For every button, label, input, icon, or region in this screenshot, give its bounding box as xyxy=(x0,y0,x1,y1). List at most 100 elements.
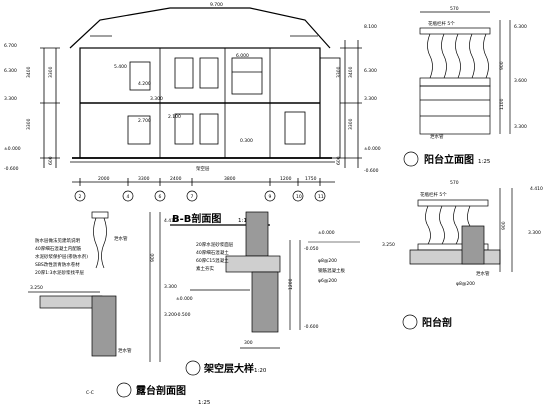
floor-note-2: 40厚细石混凝土 xyxy=(196,249,229,256)
balcony-sec-label: 花瓶栏杆 5个 xyxy=(420,191,447,198)
terrace-level-4: 3.200 xyxy=(164,312,177,318)
axis-label-3: 6 xyxy=(159,194,162,200)
floor-dim-2: 300 xyxy=(244,340,253,346)
terrace-title: 露台剖面图 xyxy=(136,384,186,397)
floor-detail-title: 架空层大样 xyxy=(203,362,254,375)
terrace-note-4: SBS改性沥青防水卷材 xyxy=(35,261,80,268)
inner-elevation-2: 4.200 xyxy=(138,81,151,87)
left-elevation-5: -0.600 xyxy=(4,166,19,172)
terrace-scale: 1:25 xyxy=(198,400,211,406)
left-dim-4: 600 xyxy=(48,156,54,165)
terrace-beam xyxy=(91,295,117,357)
inner-elevation-6: 0.300 xyxy=(240,138,253,144)
axis-label-1: 2 xyxy=(79,194,82,200)
inner-elevation-3: 3.300 xyxy=(150,96,163,102)
balcony-sec-level-2: 3.300 xyxy=(528,230,541,236)
balcony-elevation xyxy=(403,11,511,167)
left-dim-2: 3300 xyxy=(26,118,32,130)
bottom-dim-3: 2400 xyxy=(170,176,182,182)
bottom-dim-2: 3300 xyxy=(138,176,150,182)
terrace-note-5: 20厚1:3水泥砂浆找平层 xyxy=(35,269,84,276)
axis-label-2: 4 xyxy=(127,194,130,200)
terrace-pipe: 泄水管 xyxy=(118,347,132,354)
balcony-elevation-text: 花瓶栏杆 5个 6.300 3.600 3.300 570 900 1100 泄… xyxy=(424,6,527,166)
floor-level-4: -0.600 xyxy=(304,324,319,330)
floor-detail xyxy=(185,211,301,376)
balcony-sec-level-3: 3.250 xyxy=(382,242,395,248)
terrace-drain: 泄水管 xyxy=(114,235,128,242)
floor-note-1: 20厚水泥砂浆面层 xyxy=(196,241,234,248)
terrace-ref: C-C xyxy=(86,390,94,396)
floor-note-4: 素土夯实 xyxy=(196,265,214,272)
inner-elevation-4: 2.700 xyxy=(138,118,151,124)
balcony-elev-pipe: 泄水管 xyxy=(430,133,444,140)
balcony-sec-marker xyxy=(402,314,418,330)
right-dim-4: 600 xyxy=(336,156,342,165)
left-elevation-4: ±0.000 xyxy=(4,146,21,152)
balcony-sec-dim-1: 570 xyxy=(450,180,459,186)
terrace-section xyxy=(28,211,161,398)
terrace-note-3: 水泥砂浆保护层(掺防水剂) xyxy=(35,253,88,260)
right-elevation-1: 8.100 xyxy=(364,24,377,30)
terrace-level-2: 3.300 xyxy=(164,284,177,290)
balcony-rail-label: 花瓶栏杆 5个 xyxy=(428,20,455,27)
floor-dim-1: 1200 xyxy=(288,278,294,290)
left-dim-1: 3400 xyxy=(26,66,32,78)
floor-note-3: 60厚C15混凝土 xyxy=(196,257,229,264)
bottom-dim-5: 1200 xyxy=(280,176,292,182)
right-wing xyxy=(319,57,341,159)
balcony-elev-level-1: 6.300 xyxy=(514,24,527,30)
roof-outline xyxy=(69,7,331,49)
terrace-marker xyxy=(116,382,132,398)
main-section-title: B-B剖面图 xyxy=(172,212,221,225)
axis-label-7: 11 xyxy=(318,194,324,200)
right-note-2: 钢筋混凝土板 xyxy=(318,267,345,274)
floor-detail-wall xyxy=(245,211,269,257)
balcony-sec-slab xyxy=(409,249,501,265)
balcony-elev-level-3: 3.300 xyxy=(514,124,527,130)
balcony-slab xyxy=(419,85,491,135)
window-lower-1 xyxy=(127,115,151,145)
floor-detail-footing xyxy=(251,271,279,333)
right-elevation-2: 6.300 xyxy=(364,68,377,74)
inner-elevation-5: 2.100 xyxy=(168,114,181,120)
left-elevation-2: 6.300 xyxy=(4,68,17,74)
right-elevation-3: 3.300 xyxy=(364,96,377,102)
main-section-text: 9.700 6.700 6.300 3.300 ±0.000 -0.600 8.… xyxy=(4,2,381,226)
window-upper-2 xyxy=(199,57,219,89)
balcony-sec-top-rail xyxy=(417,199,489,207)
terrace-level-3: 3.250 xyxy=(30,285,43,291)
balcony-elev-scale: 1:25 xyxy=(478,159,491,165)
floor-detail-marker xyxy=(185,360,201,376)
axis-label-5: 9 xyxy=(269,194,272,200)
balcony-elev-dim-1: 570 xyxy=(450,6,459,12)
left-elevation-1: 6.700 xyxy=(4,43,17,49)
inner-elevation-1: 5.400 xyxy=(114,64,127,70)
floor-detail-scale: 1:20 xyxy=(254,368,267,374)
window-lower-2 xyxy=(174,113,194,145)
window-upper-3 xyxy=(231,57,263,95)
balcony-elev-dim-2: 900 xyxy=(499,61,505,70)
axis-bubbles xyxy=(74,190,326,202)
terrace-note-1: 防水层做法见建筑说明 xyxy=(35,237,80,244)
bottom-dim-4: 3800 xyxy=(224,176,236,182)
balcony-sec-title: 阳台剖 xyxy=(422,316,452,329)
left-elevation-3: 3.300 xyxy=(4,96,17,102)
right-notes: ±0.000 φ8@200 钢筋混凝土板 φ6@200 xyxy=(308,230,360,284)
balcony-sec-pipe: 泄水管 xyxy=(476,270,490,277)
balcony-section-text: 花瓶栏杆 5个 4.410 3.300 3.250 570 900 泄水管 φ8… xyxy=(382,180,543,329)
terrace-cap xyxy=(91,211,109,219)
main-section xyxy=(40,7,362,186)
floor-detail-slab xyxy=(225,255,281,273)
floor-label: 架空层 xyxy=(196,165,210,172)
right-dim-1: 3400 xyxy=(348,66,354,78)
right-elevation-4: ±0.000 xyxy=(364,146,381,152)
top-elevation: 9.700 xyxy=(210,2,223,8)
right-dim-3: 3300 xyxy=(336,66,342,78)
floor-level-2: -0.500 xyxy=(176,312,191,318)
axis-labels: 2 4 6 7 9 10 11 xyxy=(79,194,324,200)
window-upper-4 xyxy=(129,61,151,91)
left-dim-3: 3300 xyxy=(48,66,54,78)
right-dim-2: 3300 xyxy=(348,118,354,130)
balcony-sec-dim-2: 900 xyxy=(501,221,507,230)
